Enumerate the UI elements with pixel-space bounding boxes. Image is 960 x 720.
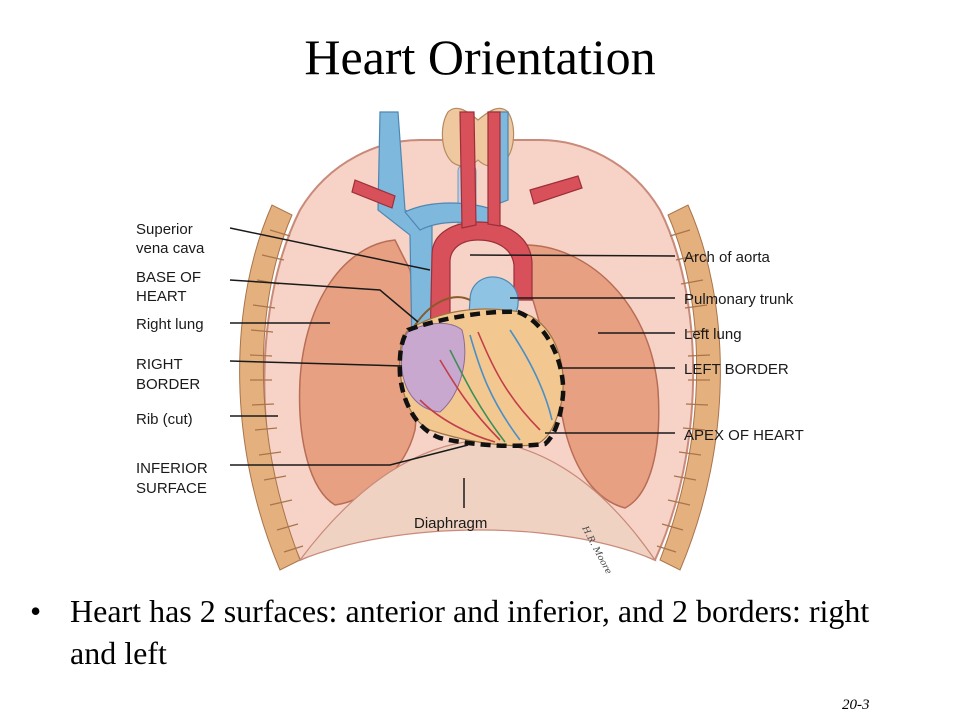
- rib-cage-left-side: [656, 204, 721, 571]
- label-inferior-surface-2: SURFACE: [136, 480, 207, 497]
- label-superior-vena-cava-2: vena cava: [136, 240, 205, 257]
- label-right-lung: Right lung: [136, 316, 204, 333]
- heart-dashed-outline: [397, 309, 566, 449]
- leader-lines: [229, 227, 676, 508]
- label-left-lung: Left lung: [684, 326, 742, 343]
- label-rib-cut: Rib (cut): [136, 411, 193, 428]
- label-base-of-heart-1: BASE OF: [136, 269, 201, 286]
- label-diaphragm: Diaphragm: [414, 515, 487, 532]
- label-inferior-surface-1: INFERIOR: [136, 460, 208, 477]
- coronary-vessels: [419, 329, 553, 443]
- bullet-text: Heart has 2 surfaces: anterior and infer…: [70, 593, 870, 671]
- label-left-border: LEFT BORDER: [684, 361, 789, 378]
- label-right-border-2: BORDER: [136, 376, 200, 393]
- diaphragm-shape: [298, 439, 657, 562]
- leader-arch-of-aorta: [469, 254, 676, 257]
- label-right-border-1: RIGHT: [136, 356, 183, 373]
- label-base-of-heart-2: HEART: [136, 288, 187, 305]
- slide-title: Heart Orientation: [304, 29, 656, 85]
- bullet-symbol: •: [30, 593, 42, 629]
- leader-right-border: [229, 360, 403, 367]
- leader-inferior-surface: [230, 444, 469, 466]
- leader-base-of-heart: [229, 279, 419, 323]
- base-of-heart-line: [411, 296, 471, 331]
- label-pulmonary-trunk: Pulmonary trunk: [684, 291, 794, 308]
- leader-superior-vena-cava: [229, 227, 431, 271]
- label-superior-vena-cava-1: Superior: [136, 221, 193, 238]
- label-apex-of-heart: APEX OF HEART: [684, 427, 804, 444]
- label-arch-of-aorta: Arch of aorta: [684, 249, 771, 266]
- slide-number: 20-3: [842, 697, 870, 713]
